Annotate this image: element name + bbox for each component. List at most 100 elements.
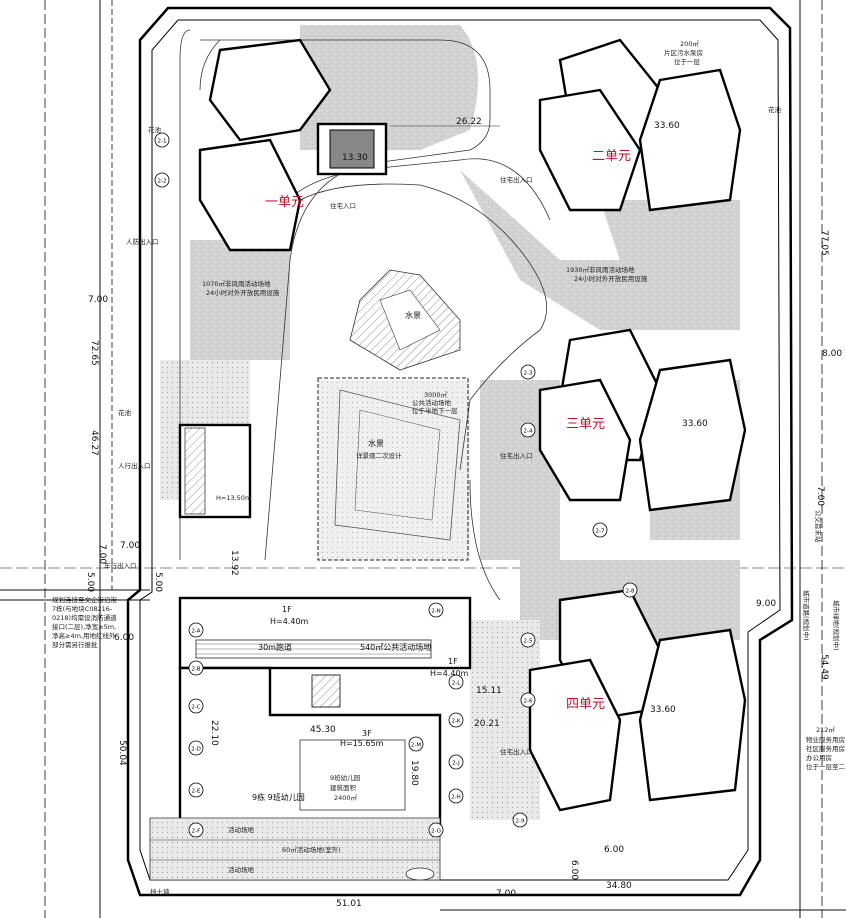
building-unit-2 xyxy=(538,38,742,212)
label-right-road-1: 城市道路(规划中) xyxy=(802,590,811,641)
label-right-road-2: 城市绿地(规划中) xyxy=(832,600,841,651)
axis-tag-bubble xyxy=(520,364,536,380)
label-kg-3: 2400㎡ xyxy=(334,793,358,802)
label-activity-1: 活动场地 xyxy=(228,825,255,834)
dim-7-00-e: 7.00 xyxy=(120,541,140,551)
building-unit-3 xyxy=(538,328,747,512)
axis-tag-label: 2-M xyxy=(411,743,421,749)
label-public-space-3: 位于半地下一层 xyxy=(412,406,458,415)
dim-15-11: 15.11 xyxy=(476,686,502,696)
label-h-b: H=4.40m xyxy=(430,669,469,678)
dim-13-30: 13.30 xyxy=(342,153,368,163)
note-left-2: 7栋(与地块C08216- xyxy=(52,604,113,613)
label-fitness-1: 1070㎡非风雨活动场地 xyxy=(202,279,271,288)
label-sewage: 片区污水泵房 xyxy=(664,48,703,57)
label-1f-b: 1F xyxy=(448,657,458,666)
note-right-5: 位于一层至二 xyxy=(806,762,846,771)
label-public-space: 3000㎡ xyxy=(424,390,448,399)
note-left-1: 规划连接至文企街沿街 xyxy=(52,595,118,604)
unit-1-label: 一单元 xyxy=(265,195,304,210)
label-fitness-2b: 24小时对外开放民用设施 xyxy=(574,274,648,283)
dim-6-00-c: 6.00 xyxy=(569,860,579,880)
label-bus-stop: 公交首末站 xyxy=(814,510,823,543)
dim-7-00-b: 7.00 xyxy=(815,486,825,506)
axis-tag-bubble xyxy=(512,812,528,828)
axis-tag-label: 2-H xyxy=(451,795,461,801)
dim-51-01: 51.01 xyxy=(336,899,362,909)
axis-tag-bubble xyxy=(188,660,204,676)
axis-tag-label: 2-5 xyxy=(524,639,533,645)
label-flower-1: 花池 xyxy=(148,125,162,134)
axis-tag-label: 2-B xyxy=(191,667,200,673)
label-waterscape-2: 水景 xyxy=(368,438,384,448)
plan-labels: 水景 水景 详景观二次设计 3000㎡ 公共活动场地 位于半地下一层 1F H=… xyxy=(52,39,846,896)
label-kg-1: 9班幼儿园 xyxy=(330,773,360,782)
label-flower-3: 花池 xyxy=(118,408,132,417)
central-landscape xyxy=(317,377,469,561)
axis-tag-bubble xyxy=(520,692,536,708)
axis-tag-label: 2-D xyxy=(191,747,201,753)
label-1f-a: 1F xyxy=(282,605,292,614)
axis-tag-bubble xyxy=(428,602,444,618)
dim-46-27: 46.27 xyxy=(89,430,99,456)
axis-tag-bubble xyxy=(592,522,608,538)
label-fitness-2: 1930㎡非风雨活动场地 xyxy=(566,265,635,274)
axis-tag-label: 2-9 xyxy=(516,819,525,825)
axis-tag-bubble xyxy=(154,172,170,188)
axis-tag-label: 2-L xyxy=(452,681,461,687)
axis-tag-bubble xyxy=(448,754,464,770)
left-building xyxy=(178,423,252,519)
label-kg-2: 建筑面积 xyxy=(330,783,357,792)
note-right-4: 办公用房 xyxy=(806,753,832,762)
label-pedestrian-entry-2: 人行出入口 xyxy=(118,461,151,470)
dim-33-60-b: 33.60 xyxy=(682,419,708,429)
axis-tag-label: 2-N xyxy=(431,609,441,615)
dim-13-92: 13.92 xyxy=(229,550,239,576)
dim-50-04: 50.04 xyxy=(117,740,127,766)
label-activity-big: 60㎡活动场地(室外) xyxy=(282,845,341,854)
axis-tag-bubble xyxy=(448,712,464,728)
label-public-activity: 540㎡公共活动场地 xyxy=(360,642,431,652)
label-activity-2: 活动场地 xyxy=(228,865,255,874)
axis-tag-bubble xyxy=(188,622,204,638)
label-landscape-secondary: 详景观二次设计 xyxy=(356,451,402,460)
internal-road xyxy=(179,29,551,601)
note-right-2: 物业服务用房 xyxy=(806,735,845,744)
unit-4-label: 四单元 xyxy=(566,697,605,712)
dim-5-00-b: 5.00 xyxy=(153,572,163,592)
dim-7-00-c: 7.00 xyxy=(97,544,107,564)
dim-6-00-a: 6.00 xyxy=(114,633,134,643)
dim-45-30: 45.30 xyxy=(310,725,336,735)
axis-tag-bubble xyxy=(188,822,204,838)
dim-54-49: 54.49 xyxy=(819,654,829,680)
label-h-a: H=4.40m xyxy=(270,617,309,626)
axis-tag-label: 2-6 xyxy=(524,699,533,705)
label-vehicle-entry: 车行出入口 xyxy=(104,561,137,570)
axis-tag-label: 2-1 xyxy=(158,139,167,145)
axis-tag-label: 2-C xyxy=(191,705,200,711)
axis-tag-label: 2-8 xyxy=(626,589,635,595)
axis-tag-bubble xyxy=(188,698,204,714)
axis-tag-bubble xyxy=(448,674,464,690)
axis-tag-label: 2-K xyxy=(451,719,460,725)
label-sewage-loc: 位于一层 xyxy=(674,57,701,66)
axis-tag-bubble xyxy=(448,788,464,804)
note-left-6: 部分需另行报批 xyxy=(52,640,98,649)
axis-tag-bubble xyxy=(520,422,536,438)
unit-2-label: 二单元 xyxy=(592,149,631,164)
axis-tag-label: 2-2 xyxy=(158,179,167,185)
axis-tag-label: 2-A xyxy=(191,629,200,635)
site-boundary xyxy=(126,6,794,897)
note-left-3: 0218)均需设消防通道 xyxy=(52,613,117,622)
axis-tag-label: 2-E xyxy=(192,789,201,795)
dim-77-05: 77.05 xyxy=(819,230,829,256)
dim-34-80: 34.80 xyxy=(606,881,632,891)
label-h-c: H=15.65m xyxy=(340,739,384,748)
axis-tag-bubble xyxy=(408,736,424,752)
note-left-4: 接口(二层),净宽≥5m, xyxy=(52,622,116,631)
activity-zone xyxy=(149,817,441,881)
note-right-1: 212㎡ xyxy=(816,725,835,734)
label-public-space-2: 公共活动场地 xyxy=(412,398,452,407)
